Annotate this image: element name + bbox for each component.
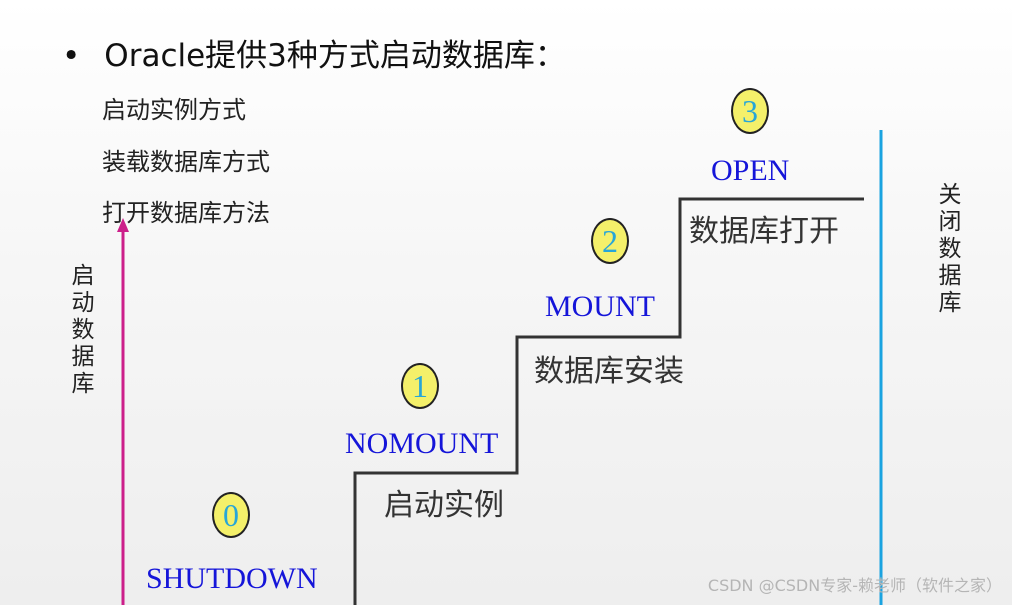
stage-1-desc: 启动实例 [384, 488, 504, 523]
stage-0-name: SHUTDOWN [146, 562, 318, 595]
method-item-mount: 装载数据库方式 [102, 148, 270, 176]
title-text: Oracle提供3种方式启动数据库： [104, 38, 566, 74]
stage-2-desc: 数据库安装 [534, 354, 684, 389]
method-item-open: 打开数据库方法 [102, 199, 270, 227]
stage-3-badge: 3 [731, 88, 769, 134]
slide-title: • Oracle提供3种方式启动数据库： [62, 30, 566, 75]
stage-0-badge: 0 [212, 492, 250, 538]
bullet-icon: • [62, 38, 81, 74]
watermark-text: CSDN @CSDN专家-赖老师（软件之家） [707, 576, 1002, 595]
stage-2-badge: 2 [591, 218, 629, 264]
stage-1-name: NOMOUNT [345, 427, 499, 460]
stage-1-badge: 1 [401, 363, 439, 409]
start-arrow-head [117, 218, 129, 232]
start-database-label: 启动数据库 [71, 263, 95, 397]
method-item-instance: 启动实例方式 [102, 96, 246, 124]
staircase-line [353, 197, 864, 605]
close-database-label: 关闭数据库 [938, 182, 962, 316]
stage-2-name: MOUNT [545, 290, 655, 323]
stage-3-desc: 数据库打开 [689, 214, 839, 249]
stage-3-name: OPEN [711, 154, 790, 187]
